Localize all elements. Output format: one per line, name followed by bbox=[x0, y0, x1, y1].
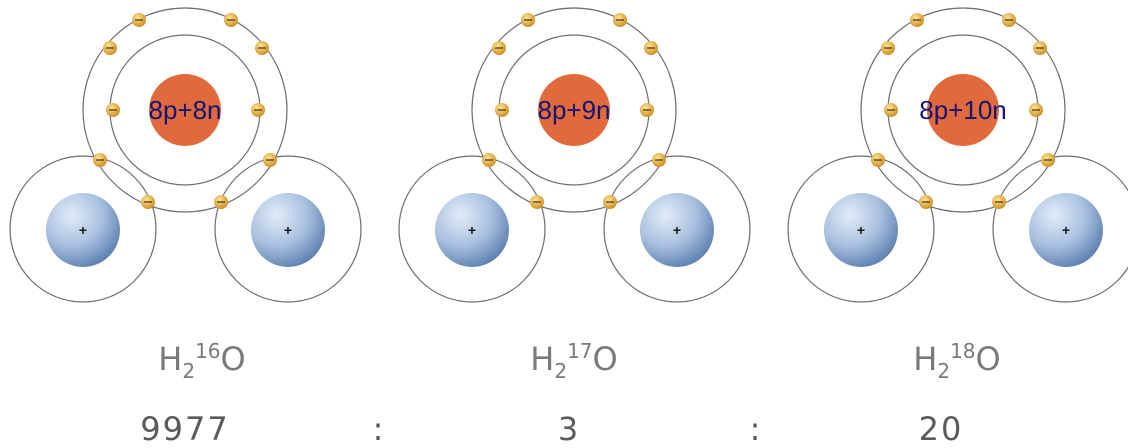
molecule-h2-18o: 8p+10n + + H218O 20 bbox=[787, 7, 1128, 448]
nucleus-label: 8p+10n bbox=[919, 95, 1006, 125]
hydrogen-nucleus-left bbox=[46, 193, 120, 267]
molecule-h2-17o: 8p+9n + + H217O 3 bbox=[398, 7, 751, 448]
hydrogen-right-orbit bbox=[992, 155, 1128, 303]
formula: H218O bbox=[913, 339, 1000, 383]
abundance-value: 3 bbox=[558, 410, 580, 448]
abundance-value: 20 bbox=[919, 410, 964, 448]
hydrogen-nucleus-right bbox=[251, 193, 325, 267]
electrons bbox=[871, 13, 1055, 209]
hydrogen-nucleus-right bbox=[640, 193, 714, 267]
hydrogen-nucleus-left bbox=[435, 193, 509, 267]
hydrogen-nucleus-right bbox=[1029, 193, 1103, 267]
formula: H216O bbox=[158, 339, 245, 383]
hydrogen-right-orbit bbox=[214, 155, 362, 303]
proton-plus-right: + bbox=[1062, 222, 1070, 238]
nucleus-label: 8p+9n bbox=[537, 95, 610, 125]
proton-plus-left: + bbox=[468, 222, 476, 238]
proton-plus-right: + bbox=[673, 222, 681, 238]
abundance-value: 9977 bbox=[140, 410, 229, 448]
proton-plus-left: + bbox=[857, 222, 865, 238]
oxygen-nucleus bbox=[538, 74, 610, 146]
hydrogen-left-orbit bbox=[787, 155, 935, 303]
ratio-separator-2: : bbox=[750, 410, 763, 448]
hydrogen-left-orbit bbox=[398, 155, 546, 303]
electrons bbox=[482, 13, 666, 209]
nucleus-label: 8p+8n bbox=[148, 95, 221, 125]
hydrogen-left-orbit bbox=[9, 155, 157, 303]
outer-orbit bbox=[471, 7, 677, 213]
hydrogen-right-orbit bbox=[603, 155, 751, 303]
proton-plus-left: + bbox=[79, 222, 87, 238]
oxygen-nucleus bbox=[149, 74, 221, 146]
hydrogen-nucleus-left bbox=[824, 193, 898, 267]
proton-plus-right: + bbox=[284, 222, 292, 238]
outer-orbit bbox=[860, 7, 1066, 213]
oxygen-nucleus bbox=[927, 74, 999, 146]
ratio-separator-1: : bbox=[373, 410, 386, 448]
molecule-h2-16o: 8p+8n + + H216O 9977 bbox=[9, 7, 362, 448]
electrons bbox=[93, 13, 277, 209]
formula: H217O bbox=[530, 339, 617, 383]
outer-orbit bbox=[82, 7, 288, 213]
